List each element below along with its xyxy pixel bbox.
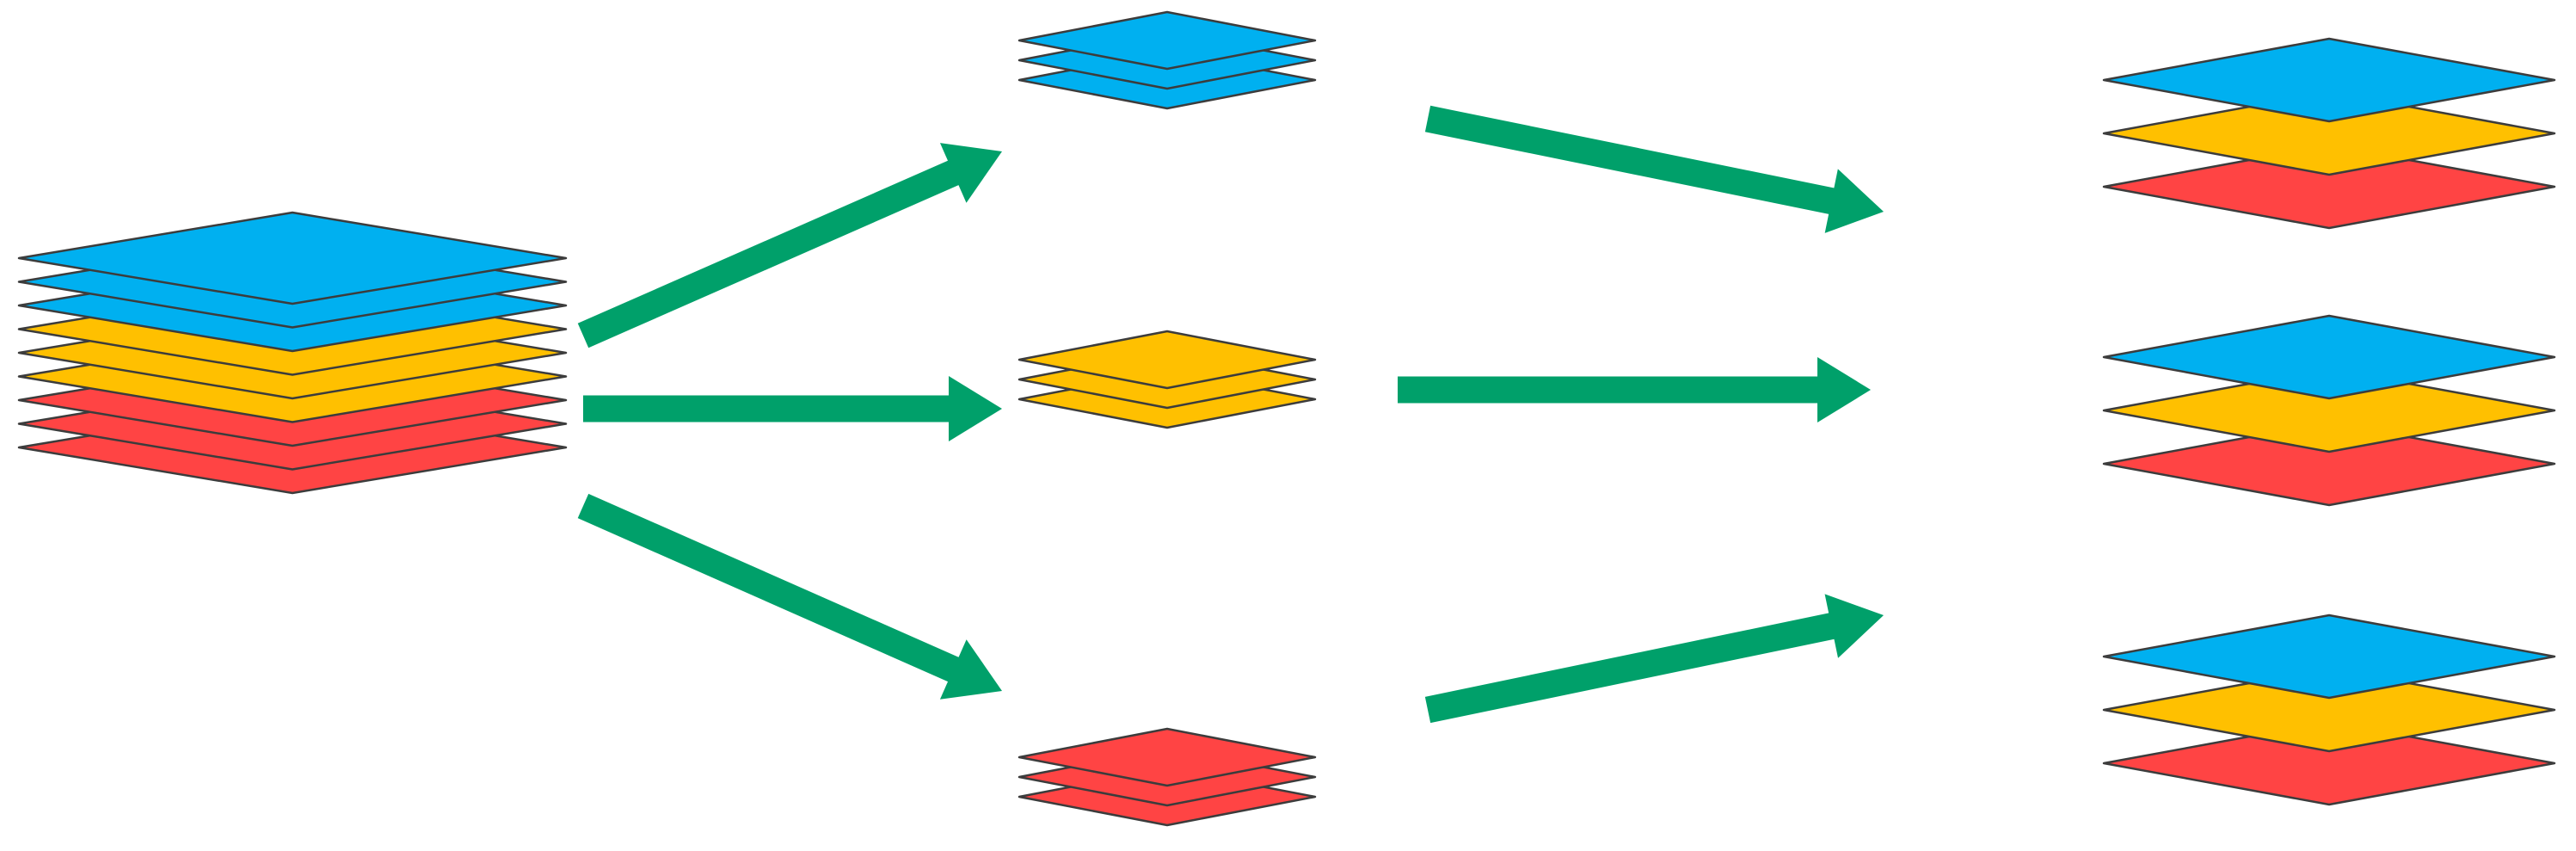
arrow-head — [1824, 169, 1884, 233]
arrow-shaft — [1424, 105, 1838, 215]
blue-layer — [1017, 10, 1317, 71]
arrow-head — [949, 376, 1002, 441]
blue-to-merged-1-arrow — [1424, 105, 1884, 233]
source-layer-stack — [17, 211, 568, 495]
red-layer — [1017, 727, 1317, 787]
arrow-head — [1817, 357, 1871, 422]
split-stack — [1017, 10, 1317, 110]
yellow-layer — [1017, 330, 1317, 390]
split-stacks — [1017, 10, 1317, 827]
blue-layer — [2102, 314, 2556, 400]
arrow-shaft — [577, 159, 962, 348]
source-to-blue-arrow — [577, 143, 1002, 348]
blue-layer — [17, 211, 568, 305]
yellow-to-merged-2-arrow — [1398, 357, 1871, 422]
arrow-head — [939, 639, 1002, 700]
arrow-head — [1824, 594, 1884, 658]
merged-stack — [2102, 614, 2556, 806]
source-to-red-arrow — [577, 493, 1002, 700]
split-stack — [1017, 330, 1317, 429]
blue-layer — [2102, 614, 2556, 700]
merged-stack — [2102, 314, 2556, 507]
merged-stack — [2102, 37, 2556, 230]
source-to-yellow-arrow — [583, 376, 1002, 441]
arrow-shaft — [577, 493, 962, 683]
merged-stacks — [2102, 37, 2556, 806]
arrow-shaft — [1424, 612, 1838, 724]
red-to-merged-3-arrow — [1424, 594, 1884, 724]
blue-layer — [2102, 37, 2556, 123]
arrow-head — [939, 143, 1002, 203]
split-stack — [1017, 727, 1317, 827]
source-stack — [17, 211, 568, 495]
arrows — [577, 105, 1884, 724]
